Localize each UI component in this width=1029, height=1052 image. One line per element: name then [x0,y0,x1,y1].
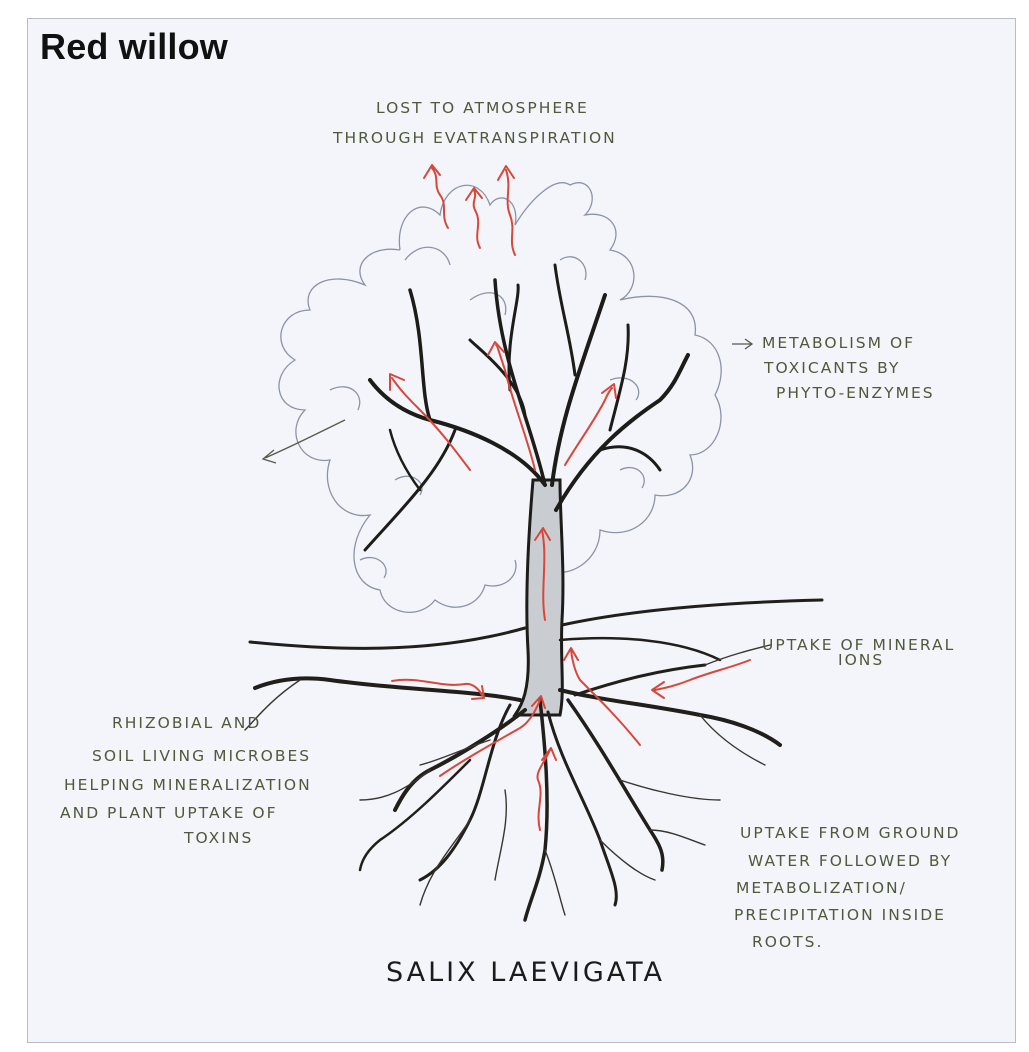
annotation-microbes: RHIZOBIAL AND SOIL LIVING MICROBES HELPI… [60,714,319,847]
annotation-evapotranspiration: LOST TO ATMOSPHERE THROUGH EVATRANSPIRAT… [332,99,617,147]
annotation-phyto-enzymes: METABOLISM OF TOXICANTS BY PHYTO-ENZYMES [762,334,935,402]
leader-arrow-phyto-enzymes [732,339,752,349]
root-uptake-arrows [392,648,750,830]
leader-arrow-canopy-left [263,420,345,463]
canopy-outline [279,183,721,613]
branches [365,265,688,550]
trunk [515,480,563,715]
species-label: SALIX LAEVIGATA [386,957,665,988]
annotation-groundwater: UPTAKE FROM GROUND WATER FOLLOWED BY MET… [734,824,967,951]
annotation-mineral-ions: UPTAKE OF MINERAL IONS [762,636,962,669]
